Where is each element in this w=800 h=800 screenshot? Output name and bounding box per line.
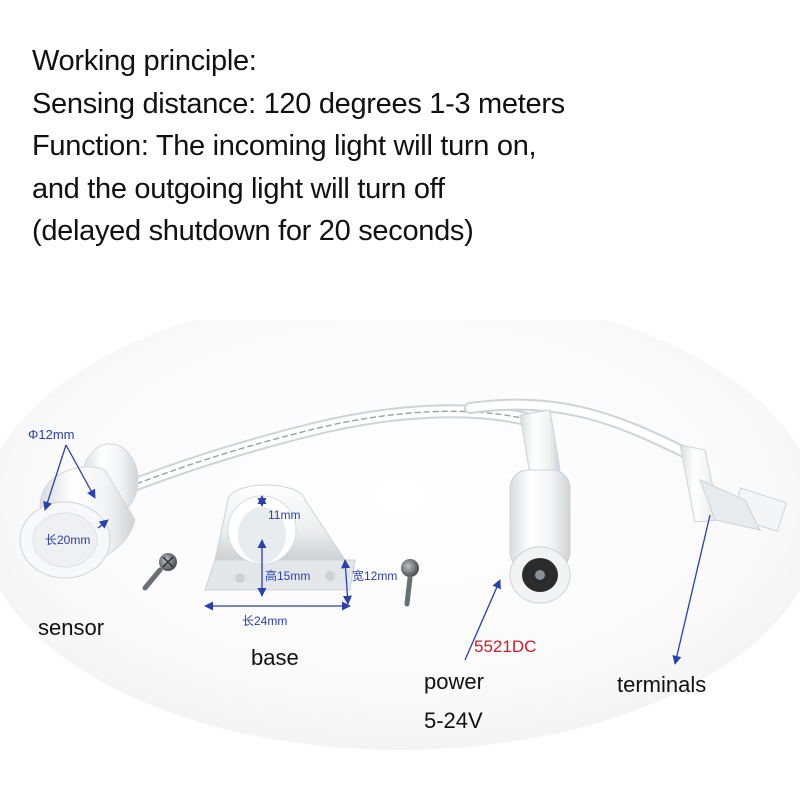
dim-base-length: 长24mm — [242, 614, 288, 628]
annotation-arrows — [43, 444, 711, 665]
dim-base-height: 高15mm — [265, 569, 311, 583]
label-connector-code: 5521DC — [474, 637, 537, 656]
product-photo — [0, 320, 800, 800]
dim-base-top: 11mm — [268, 508, 301, 522]
screw-right — [401, 559, 419, 607]
dim-base-width: 宽12mm — [352, 569, 398, 583]
description-line: and the outgoing light will turn off — [32, 172, 445, 205]
cable — [88, 398, 696, 507]
dc-jack — [509, 409, 571, 604]
label-power: power — [424, 669, 484, 694]
dim-sensor-diameter: Φ12mm — [28, 427, 75, 442]
description-line: Function: The incoming light will turn o… — [32, 130, 537, 162]
terminal-connector — [679, 444, 788, 533]
label-terminals: terminals — [617, 672, 707, 697]
dim-sensor-length: 长20mm — [45, 533, 91, 547]
screw-left — [142, 553, 177, 591]
description-line: Working principle: — [32, 45, 257, 77]
description-block: Working principle: Sensing distance: 120… — [32, 40, 565, 253]
mounting-base — [204, 484, 356, 591]
sensor-head — [19, 443, 139, 579]
description-line: Sensing distance: 120 degrees 1-3 meters — [32, 87, 565, 120]
label-sensor: sensor — [38, 615, 105, 640]
description-line: (delayed shutdown for 20 seconds) — [32, 215, 474, 247]
label-voltage: 5-24V — [424, 708, 483, 733]
label-base: base — [251, 645, 299, 670]
